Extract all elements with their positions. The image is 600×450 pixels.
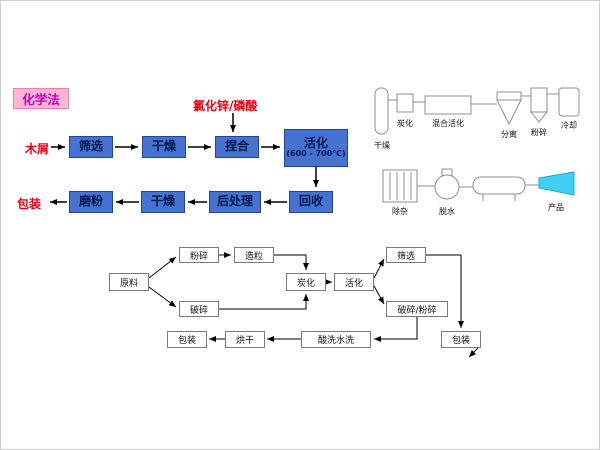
equipment-label-drying: 干燥 [374,141,390,150]
equipment-label-product: 产品 [548,202,564,212]
method-title-chemical: 化学法 [13,88,69,109]
step-milling: 磨粉 [69,191,113,213]
pstep-drying: 烘干 [225,331,265,348]
step-screening: 筛选 [69,136,113,158]
equipment-activator [424,95,472,115]
pstep-pulverizing: 粉碎 [179,247,219,263]
equipment-carbonizer [396,93,414,113]
step-drying-2: 干燥 [141,191,185,213]
equipment-dewater-tank [434,174,460,200]
pstep-granulation: 造粒 [234,247,274,263]
input-material-label: 木屑 [25,142,50,156]
product-flag [538,171,575,196]
pstep-crush-mill: 破碎/粉碎 [386,301,448,317]
equipment-cyclone [496,91,522,101]
pstep-packing-right: 包装 [441,331,481,348]
equipment-diagram: 炭化 混合活化 分离 粉碎 冷却 干燥 除杂 脱水 产品 [374,87,580,216]
step-activation: 活化 (600 - 700℃) [284,129,348,167]
step-post-treatment: 后处理 [209,191,261,213]
pstep-packing-left: 包装 [167,331,207,348]
step-activation-temp: (600 - 700℃) [286,149,346,159]
equipment-cooler [558,87,580,117]
pstep-crushing: 破碎 [179,301,219,317]
pstep-activation: 活化 [334,273,374,291]
step-drying-1: 干燥 [142,136,186,158]
output-packaging-label: 包装 [17,197,42,211]
equipment-label-dewatering: 脱水 [439,206,455,216]
equipment-label-crushing: 粉碎 [531,127,547,137]
equipment-label-mix-activation: 混合活化 [432,118,464,128]
pstep-sieving: 筛选 [386,247,426,263]
step-activation-title: 活化 [303,136,328,150]
equipment-column [374,87,389,135]
equipment-dryer [472,176,526,195]
equipment-label-carbonization: 炭化 [397,118,413,128]
pstep-raw-material: 原料 [109,273,149,291]
pstep-carbonization: 炭化 [286,273,326,291]
reagent-label: 氯化锌/磷酸 [193,99,258,113]
equipment-radiator [382,169,418,203]
equipment-label-separation: 分离 [501,129,517,139]
annotation-arrow [468,347,479,358]
equipment-label-impurity-removal: 除杂 [392,206,408,216]
equipment-label-cooling: 冷却 [561,120,577,130]
step-recovery: 回收 [289,191,333,213]
equipment-hopper [530,87,548,113]
step-kneading: 捏合 [215,136,259,158]
pstep-acid-water-wash: 酸洗水洗 [301,331,371,348]
